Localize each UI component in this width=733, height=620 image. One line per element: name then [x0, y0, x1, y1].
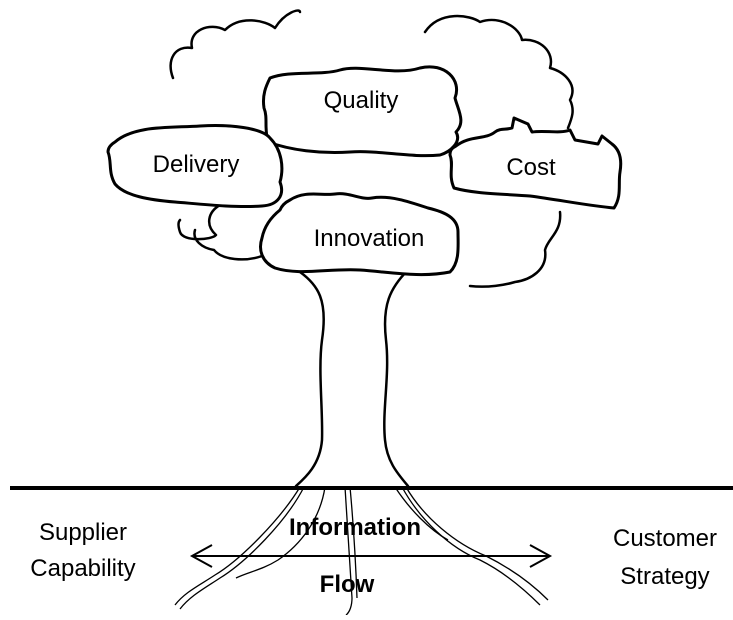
label-supplier-line1: Supplier [39, 519, 127, 546]
cloud-innovation [259, 192, 460, 277]
label-customer-line1: Customer [613, 525, 717, 552]
label-supplier-line2: Capability [30, 555, 135, 582]
label-cost: Cost [506, 154, 556, 181]
label-information: Information [289, 514, 421, 541]
cloud-cost [448, 116, 623, 210]
tree-trunk-left [294, 270, 325, 488]
canopy-outline-right [423, 14, 574, 288]
label-flow: Flow [320, 571, 375, 598]
label-innovation: Innovation [314, 225, 425, 252]
label-quality: Quality [324, 87, 399, 114]
information-flow-arrow [189, 544, 553, 568]
cloud-delivery [106, 124, 284, 209]
label-delivery: Delivery [153, 151, 240, 178]
label-customer-line2: Strategy [620, 563, 709, 590]
tree-trunk-right [383, 268, 410, 488]
canopy-outline-left [169, 9, 302, 261]
